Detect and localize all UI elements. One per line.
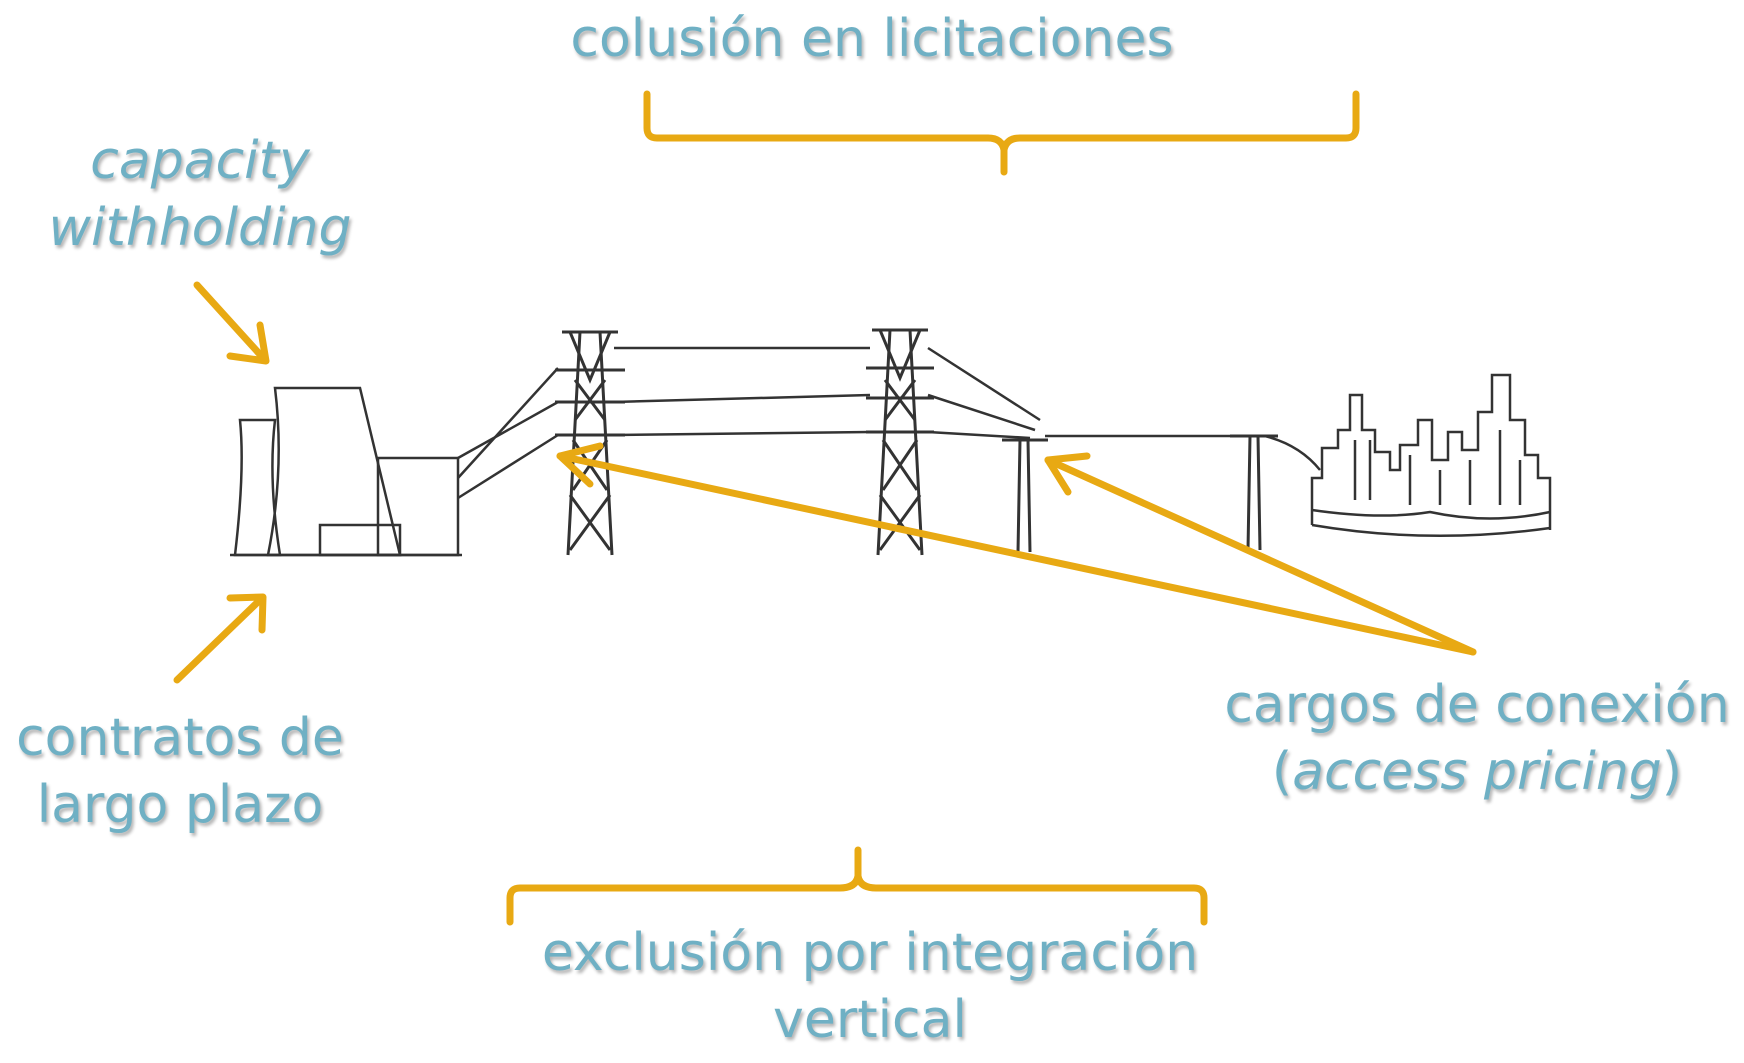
label-colusion: colusión en licitaciones bbox=[0, 6, 1744, 73]
arrow-capacity bbox=[193, 281, 270, 365]
label-capacity-withholding: capacity withholding bbox=[0, 128, 400, 261]
label-exclusion: exclusión por integración vertical bbox=[420, 920, 1320, 1053]
label-capacity-line1: capacity bbox=[90, 131, 310, 191]
city-skyline-icon bbox=[1310, 373, 1552, 538]
transmission-lines bbox=[457, 346, 1321, 500]
label-exclusion-line1: exclusión por integración bbox=[541, 923, 1199, 983]
label-contratos: contratos de largo plazo bbox=[0, 705, 360, 838]
label-cargos-paren-open: ( bbox=[1271, 741, 1293, 802]
transmission-tower-icon bbox=[866, 328, 934, 556]
power-plant-icon bbox=[230, 386, 462, 557]
arrow-cargos-to-pole bbox=[1044, 452, 1477, 656]
label-cargos-line2: (access pricing) bbox=[1210, 739, 1744, 806]
label-cargos-paren-close: ) bbox=[1661, 741, 1683, 802]
label-cargos-italic: access pricing bbox=[1292, 741, 1662, 802]
distribution-pole-icon bbox=[1230, 434, 1278, 551]
label-cargos-line1: cargos de conexión bbox=[1224, 675, 1730, 735]
label-cargos: cargos de conexión (access pricing) bbox=[1210, 672, 1744, 805]
label-colusion-text: colusión en licitaciones bbox=[570, 9, 1174, 69]
label-capacity-line2: withholding bbox=[48, 197, 352, 258]
label-contratos-line1: contratos de bbox=[16, 708, 344, 768]
top-bracket bbox=[643, 90, 1360, 176]
arrow-cargos-to-tower bbox=[556, 442, 1477, 656]
bottom-bracket bbox=[506, 846, 1208, 926]
transmission-tower-icon bbox=[555, 330, 625, 556]
label-contratos-line2: largo plazo bbox=[36, 774, 324, 835]
distribution-pole-icon bbox=[1002, 438, 1048, 553]
label-exclusion-line2: vertical bbox=[773, 989, 967, 1050]
arrow-contratos bbox=[173, 593, 267, 684]
